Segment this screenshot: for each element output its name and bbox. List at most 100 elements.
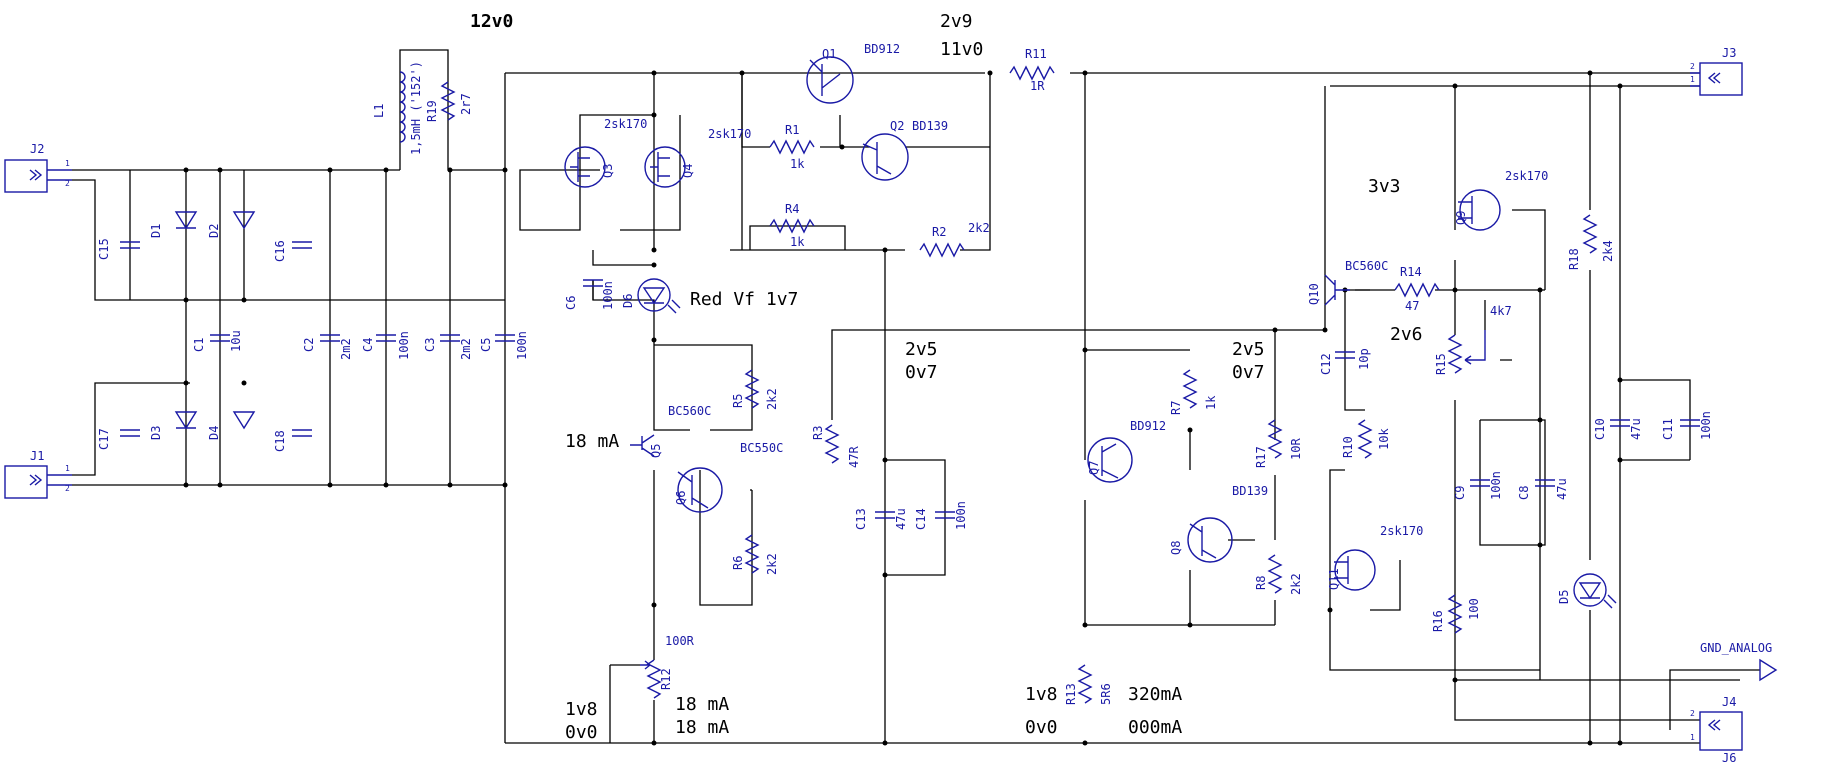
jfet-q11: Q11 2sk170 — [1327, 524, 1423, 591]
resistor-r11: R11 1R — [1009, 47, 1055, 93]
svg-text:Q2: Q2 — [890, 119, 904, 133]
svg-text:C5: C5 — [479, 338, 493, 352]
svg-text:C4: C4 — [361, 338, 375, 352]
connector-j2: J2 12 — [4, 142, 72, 193]
svg-text:BD912: BD912 — [864, 42, 900, 56]
led-d6: D6 — [621, 278, 681, 314]
inductor-l1: L1 1,5mH ('152') — [372, 61, 423, 155]
wires — [72, 49, 1760, 744]
note-2v6: 2v6 — [1390, 324, 1423, 345]
jfet-q3: Q3 — [564, 146, 615, 188]
cap-c4: C4 100n — [361, 331, 411, 360]
cap-c17: C17 — [97, 428, 140, 450]
resistor-r6: R6 2k2 — [731, 534, 779, 575]
svg-text:4k7: 4k7 — [1490, 304, 1512, 318]
svg-text:C8: C8 — [1517, 486, 1531, 500]
svg-text:C3: C3 — [423, 338, 437, 352]
svg-text:R19: R19 — [425, 100, 439, 122]
cap-c8: C8 47u — [1517, 478, 1569, 500]
svg-text:Q1: Q1 — [822, 47, 836, 61]
cap-c18: C18 — [273, 429, 312, 452]
transistor-q2: Q2 BD139 — [861, 119, 948, 181]
svg-text:C13: C13 — [854, 508, 868, 530]
cap-c15: C15 — [97, 238, 140, 260]
svg-text:1k: 1k — [790, 157, 805, 171]
svg-text:BD139: BD139 — [912, 119, 948, 133]
resistor-r14: R14 47 — [1394, 265, 1440, 313]
annotations: 12v0 2v9 11v0 Red Vf 1v7 2v5 0v7 2v5 0v7… — [470, 11, 1423, 743]
svg-text:10p: 10p — [1357, 348, 1371, 370]
svg-text:1: 1 — [1690, 733, 1695, 742]
svg-text:1: 1 — [65, 464, 70, 473]
resistor-r2: R2 2k2 — [919, 221, 990, 258]
svg-text:2sk170: 2sk170 — [604, 117, 647, 131]
diode-d1: D1 — [149, 211, 198, 238]
note-000ma: 000mA — [1128, 717, 1182, 738]
note-red-vf: Red Vf 1v7 — [690, 289, 798, 310]
svg-text:C10: C10 — [1593, 418, 1607, 440]
svg-text:R13: R13 — [1064, 683, 1078, 705]
resistor-r3: R3 47R — [811, 424, 861, 468]
note-3v3: 3v3 — [1368, 176, 1401, 197]
svg-text:C9: C9 — [1453, 486, 1467, 500]
resistor-r4: R4 1k — [769, 202, 815, 249]
cap-c3: C3 2m2 — [423, 334, 473, 360]
note-0v7-b: 0v7 — [1232, 362, 1265, 383]
svg-text:D1: D1 — [149, 224, 163, 238]
svg-text:2k2: 2k2 — [765, 388, 779, 410]
cap-c5: C5 100n — [479, 331, 529, 360]
svg-text:100n: 100n — [1489, 471, 1503, 500]
svg-text:1R: 1R — [1030, 79, 1045, 93]
svg-text:2: 2 — [1690, 709, 1695, 718]
transistor-q5: Q5 BC560C — [630, 404, 711, 458]
svg-text:100R: 100R — [665, 634, 695, 648]
note-1v8-b: 1v8 — [1025, 684, 1058, 705]
svg-text:BC560C: BC560C — [1345, 259, 1388, 273]
cap-c6: C6 100n — [564, 250, 654, 310]
svg-text:D2: D2 — [207, 224, 221, 238]
diode-d3: D3 — [149, 411, 198, 440]
svg-text:2sk170: 2sk170 — [708, 127, 751, 141]
svg-text:2: 2 — [65, 484, 70, 493]
resistor-r8: R8 2k2 — [1254, 554, 1303, 595]
svg-text:Q5: Q5 — [649, 444, 663, 458]
svg-text:47R: 47R — [847, 446, 861, 468]
svg-text:R16: R16 — [1431, 610, 1445, 632]
svg-text:C6: C6 — [564, 296, 578, 310]
svg-text:L1: L1 — [372, 104, 386, 118]
svg-text:R10: R10 — [1341, 436, 1355, 458]
note-18ma-r12a: 18 mA — [675, 694, 729, 715]
resistor-r18: R18 2k4 — [1567, 214, 1615, 270]
cap-c14: C14 100n — [914, 501, 968, 530]
svg-text:5R6: 5R6 — [1099, 683, 1113, 705]
resistor-r1: R1 1k — [769, 123, 815, 171]
svg-text:Q7: Q7 — [1087, 461, 1101, 475]
resistor-r13: R13 5R6 — [1064, 664, 1113, 705]
resistor-r5: R5 2k2 — [731, 369, 779, 410]
svg-text:47u: 47u — [894, 508, 908, 530]
svg-text:R2: R2 — [932, 225, 946, 239]
svg-text:1k: 1k — [790, 235, 805, 249]
svg-text:Q3: Q3 — [601, 164, 615, 178]
svg-text:R15: R15 — [1434, 353, 1448, 375]
svg-text:10R: 10R — [1289, 438, 1303, 460]
connector-j1: J1 1 2 — [4, 449, 72, 499]
svg-text:47: 47 — [1405, 299, 1419, 313]
j6-ref: J6 — [1722, 751, 1736, 763]
svg-text:2: 2 — [65, 179, 70, 188]
note-1v8-a: 1v8 — [565, 699, 598, 720]
svg-text:D6: D6 — [621, 294, 635, 308]
note-2v5-a: 2v5 — [905, 339, 938, 360]
svg-text:1: 1 — [65, 159, 70, 168]
svg-text:2m2: 2m2 — [459, 338, 473, 360]
svg-text:2: 2 — [1690, 62, 1695, 71]
svg-text:100n: 100n — [397, 331, 411, 360]
svg-text:10k: 10k — [1377, 428, 1391, 450]
diode-d4: D4 — [207, 411, 256, 440]
note-0v0-b: 0v0 — [1025, 717, 1058, 738]
svg-text:Q8: Q8 — [1169, 541, 1183, 555]
svg-text:Q9: Q9 — [1454, 211, 1468, 225]
j1-ref: J1 — [30, 449, 44, 463]
svg-text:2sk170: 2sk170 — [1380, 524, 1423, 538]
